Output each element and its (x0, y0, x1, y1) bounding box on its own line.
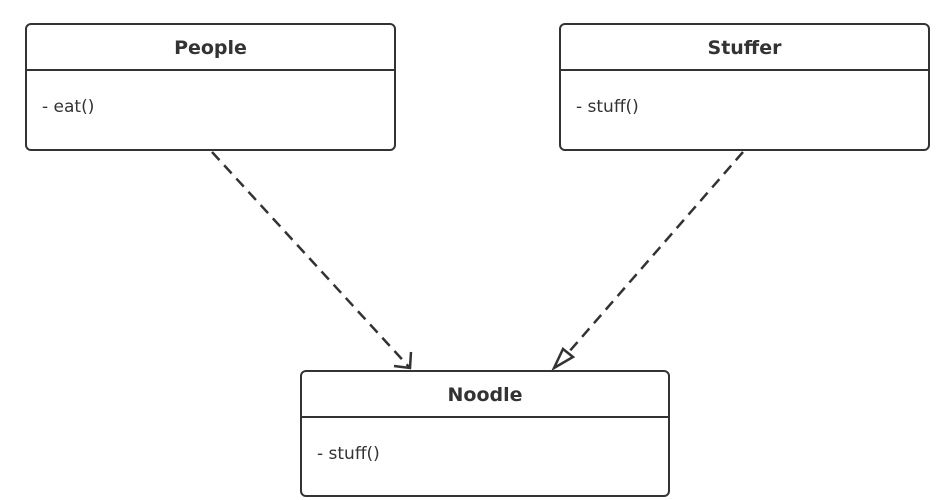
open-arrowhead-icon (393, 351, 413, 370)
people-noodle-dependency-line (211, 151, 411, 369)
class-people-method: - eat() (42, 97, 95, 117)
class-people-name: People (27, 25, 394, 71)
class-stuffer-method: - stuff() (576, 97, 639, 117)
class-noodle-method: - stuff() (317, 444, 380, 464)
class-stuffer-name: Stuffer (561, 25, 928, 71)
class-people[interactable]: People - eat() (25, 23, 396, 151)
hollow-triangle-arrowhead-icon (551, 347, 576, 372)
class-noodle[interactable]: Noodle - stuff() (300, 370, 670, 497)
stuffer-noodle-realization-line (567, 151, 744, 354)
class-noodle-name: Noodle (302, 372, 668, 418)
class-stuffer[interactable]: Stuffer - stuff() (559, 23, 930, 151)
